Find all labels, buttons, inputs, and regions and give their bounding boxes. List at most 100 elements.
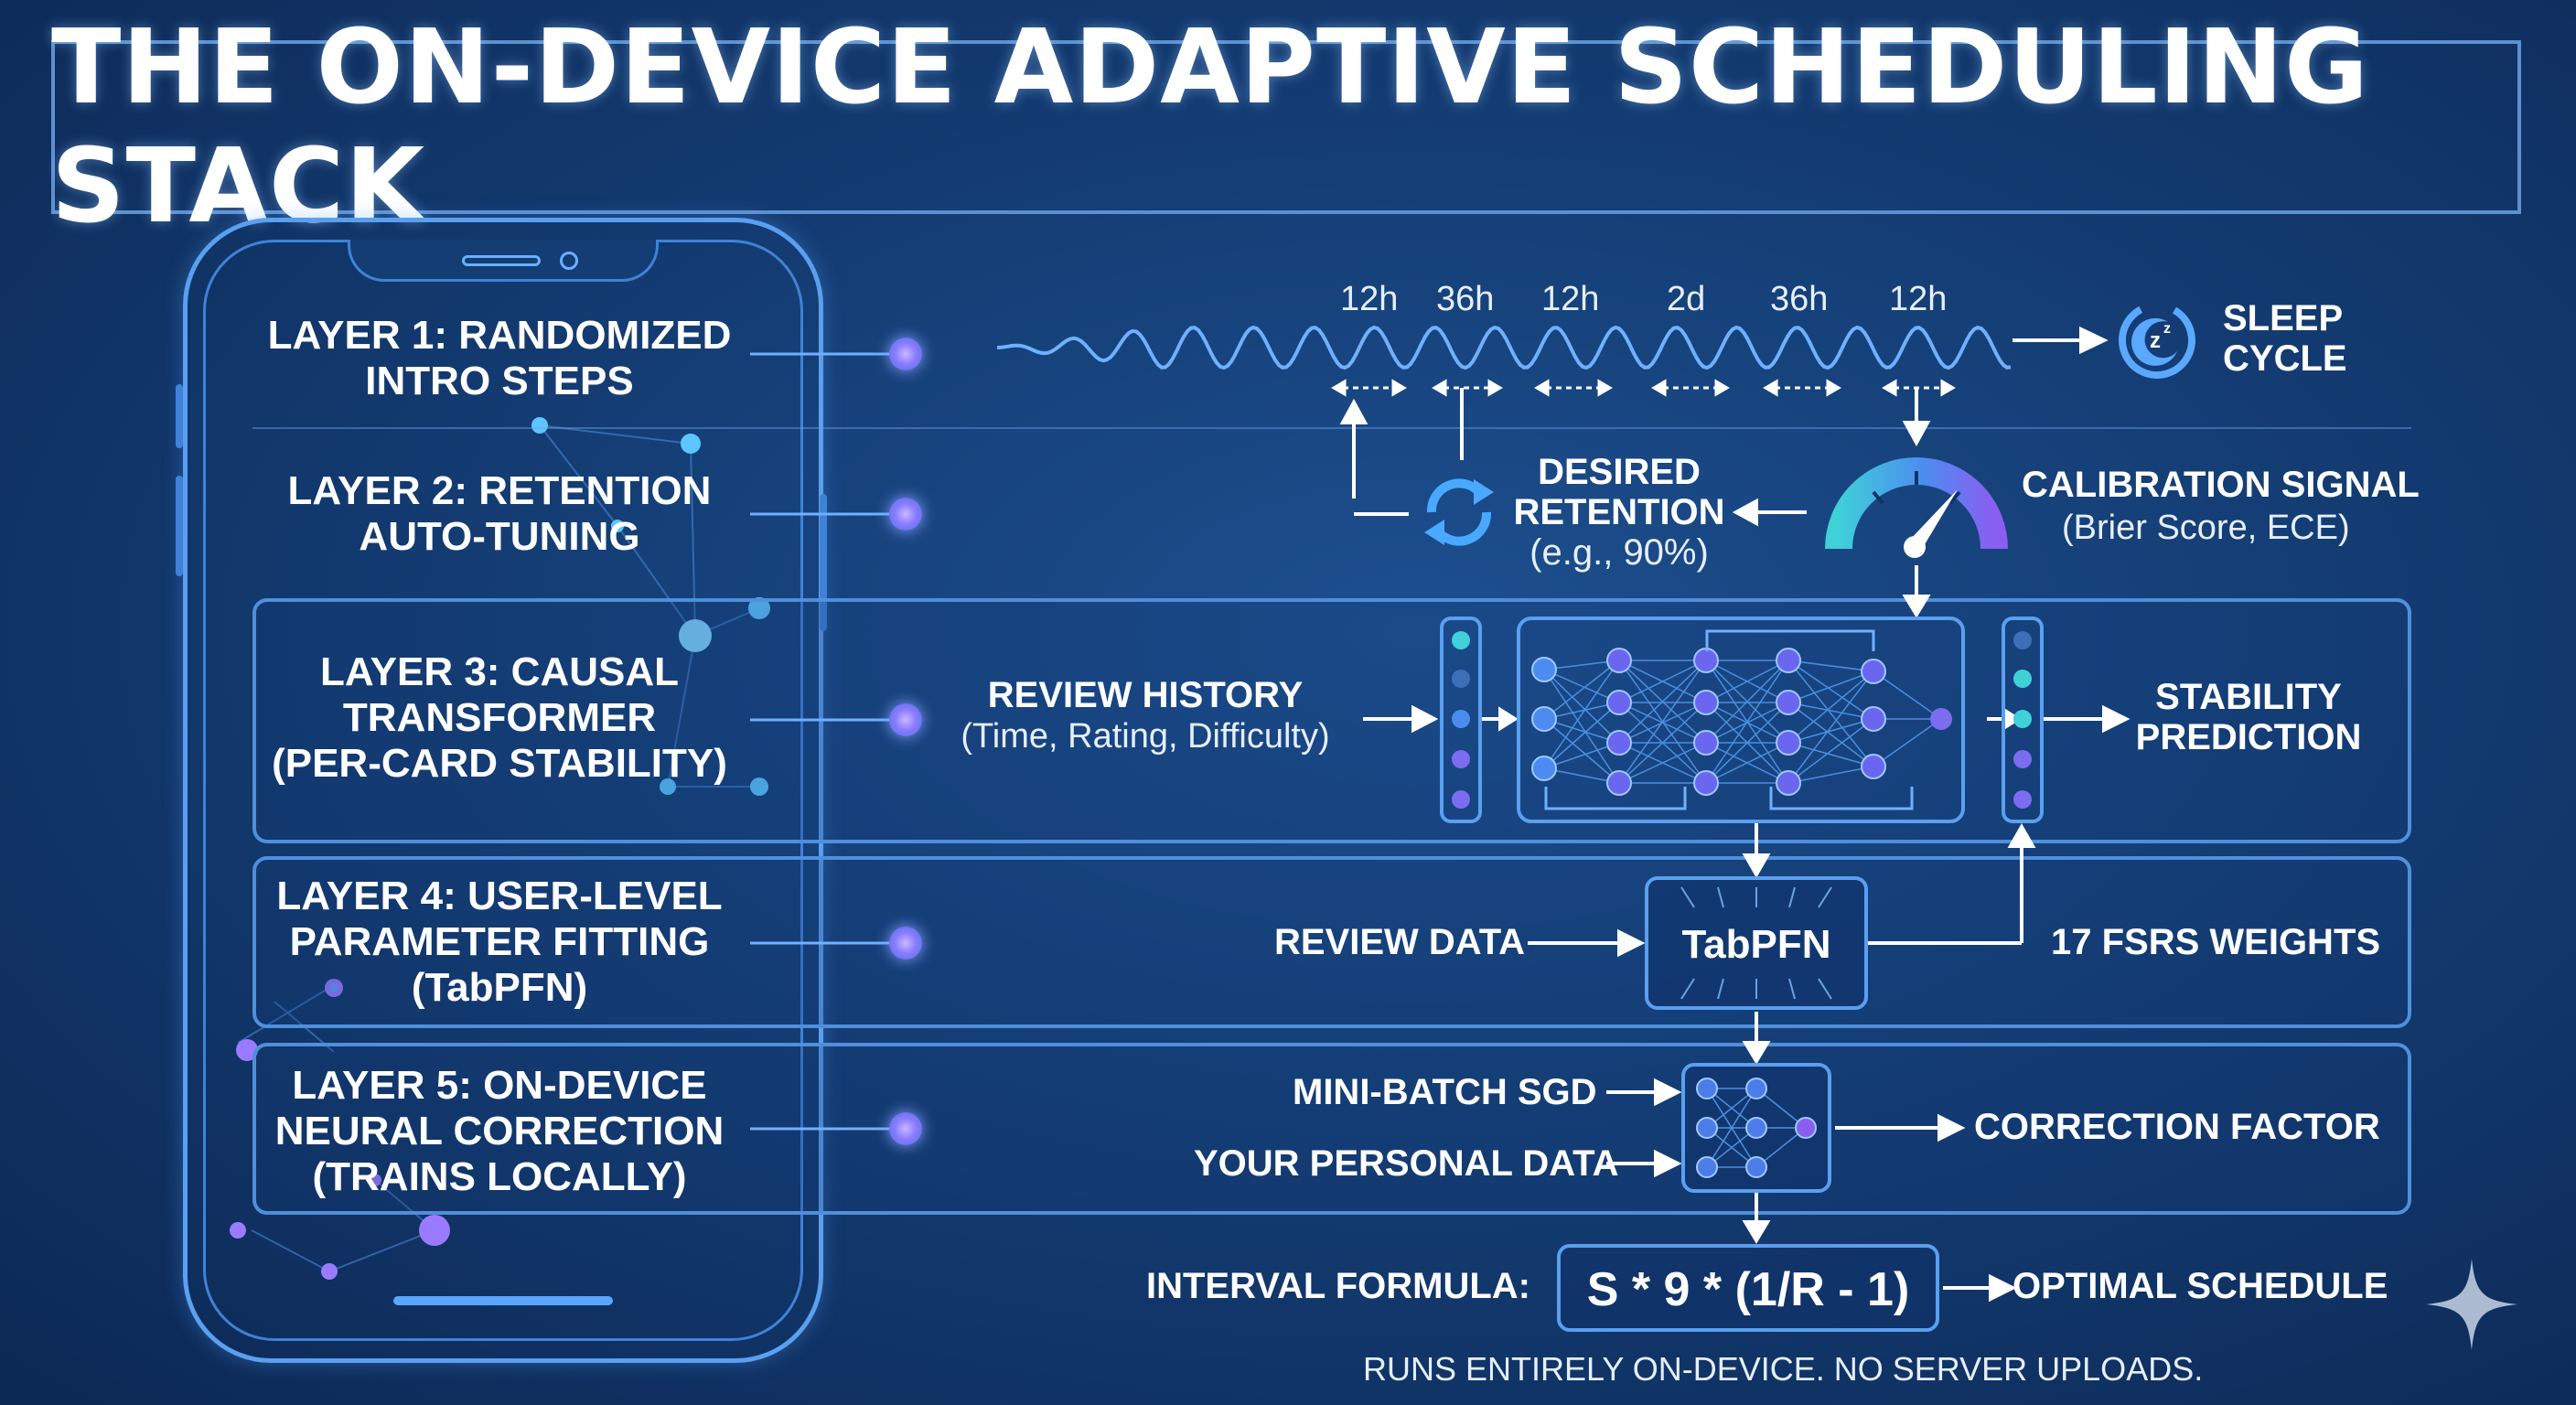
nn-edge [1543, 702, 1620, 769]
nn-edge [1543, 718, 1620, 744]
nn-edge [1543, 660, 1620, 720]
interval-label: 36h [1770, 280, 1829, 318]
interval-bracket-tip [1763, 379, 1778, 397]
phone-side-button [820, 494, 827, 631]
layer2-label: LAYER 2: RETENTION AUTO-TUNING [288, 468, 712, 560]
interval-label: 36h [1436, 280, 1495, 318]
nn-edge [1618, 660, 1707, 784]
input-column-nodes [1452, 631, 1470, 809]
left-arrow-head [1732, 498, 1758, 527]
nn-node [1861, 706, 1886, 732]
calibration-subtitle: (Brier Score, ECE) [2062, 509, 2350, 547]
sleep-cycle-line2: CYCLE [2223, 338, 2347, 379]
layer5-node [889, 1112, 922, 1145]
personal-data-label: YOUR PERSONAL DATA [1194, 1143, 1619, 1184]
interval-label: 12h [1889, 280, 1948, 318]
stability-prediction-label: STABILITY PREDICTION [2136, 677, 2362, 757]
moon-sleep-icon: z z [2119, 302, 2195, 379]
nn-edge [1705, 660, 1789, 784]
layer5-line2: NEURAL CORRECTION [274, 1109, 724, 1153]
layer2-node [889, 498, 922, 531]
nn-node [1606, 770, 1632, 796]
nn-edge [1787, 718, 1874, 744]
sparkle-icon [2426, 1259, 2517, 1350]
nn-edge [1873, 670, 1942, 720]
interval-bracket-tip [1882, 379, 1897, 397]
nn-edge [1787, 660, 1874, 672]
small-nn-edge [1706, 1088, 1757, 1168]
correction-factor-label: CORRECTION FACTOR [1974, 1107, 2380, 1147]
interval-bracket-tip [1534, 379, 1550, 397]
nn-edge [1543, 660, 1620, 769]
output-column-nodes [2013, 631, 2032, 809]
review-history-subtitle: (Time, Rating, Difficulty) [961, 717, 1330, 756]
nn-node [1776, 648, 1801, 673]
nn-edge [1618, 742, 1707, 784]
layer3-line2: TRANSFORMER [342, 695, 657, 740]
nn-node [1693, 690, 1719, 715]
phone-camera [560, 252, 578, 270]
layer4-label: LAYER 4: USER-LEVEL PARAMETER FITTING (T… [276, 874, 722, 1011]
interval-label: 12h [1541, 280, 1600, 318]
interval-bracket-tip [1331, 379, 1347, 397]
nn-node [1531, 657, 1557, 682]
stability-line1: STABILITY [2155, 677, 2342, 717]
nn-edge [1787, 766, 1874, 784]
formula-text: S * 9 * (1/R - 1) [1586, 1263, 1910, 1316]
wave-arrow-head [2079, 326, 2109, 355]
nn-edge [1787, 660, 1874, 767]
desired-retention-line2: RETENTION [1513, 492, 1725, 532]
sleep-wave [996, 325, 2012, 370]
footer-note: RUNS ENTIRELY ON-DEVICE. NO SERVER UPLOA… [1363, 1350, 2204, 1388]
small-nn-node [1696, 1078, 1718, 1099]
optimal-schedule-label: OPTIMAL SCHEDULE [2012, 1266, 2388, 1306]
nn-edge [1543, 669, 1620, 703]
nn-node [1776, 770, 1801, 796]
nn-edge [1618, 702, 1707, 784]
nn-edge [1705, 702, 1789, 784]
nn-node [1531, 706, 1557, 732]
nn-edge [1543, 669, 1620, 784]
nn-edge [1787, 670, 1874, 784]
layer4-line2: PARAMETER FITTING [289, 919, 710, 964]
small-nn-node [1696, 1156, 1718, 1178]
gauge-icon [1825, 457, 2008, 558]
nn-edge [1543, 669, 1620, 744]
tabpfn-rays [1680, 886, 1832, 1000]
svg-text:z: z [2150, 328, 2161, 353]
interval-label: 12h [1340, 280, 1399, 318]
nn-edge [1873, 718, 1942, 767]
nn-edge [1787, 670, 1874, 703]
layer5-line3: (TRAINS LOCALLY) [312, 1154, 687, 1199]
nn-edge [1705, 660, 1789, 703]
layer4-node [889, 927, 922, 960]
desired-retention-line1: DESIRED [1538, 452, 1701, 492]
interval-bracket-tip [1651, 379, 1667, 397]
layer5-panel [252, 1043, 2411, 1215]
nn-node [1861, 754, 1886, 779]
mini-batch-label: MINI-BATCH SGD [1293, 1072, 1597, 1112]
phone-speaker [462, 255, 541, 266]
desired-retention-label: DESIRED RETENTION (e.g., 90%) [1513, 452, 1724, 573]
sleep-cycle-label: SLEEP CYCLE [2223, 298, 2347, 379]
interval-formula-label: INTERVAL FORMULA: [1146, 1266, 1530, 1306]
layer1-line2: INTRO STEPS [365, 359, 634, 403]
phone-home-bar [393, 1296, 613, 1305]
layer3-label: LAYER 3: CAUSAL TRANSFORMER (PER-CARD ST… [272, 649, 727, 787]
stability-line2: PREDICTION [2135, 717, 2362, 757]
layer4-panel [252, 856, 2411, 1028]
nn-edge [1787, 718, 1874, 784]
nn-edge [1618, 660, 1707, 744]
review-data-label: REVIEW DATA [1274, 922, 1526, 962]
down-arrow-head [1902, 421, 1931, 447]
phone-outline [183, 218, 823, 1363]
up-arrow-head [1339, 398, 1368, 424]
nn-edge [1787, 660, 1874, 720]
layer5-label: LAYER 5: ON-DEVICE NEURAL CORRECTION (TR… [275, 1063, 724, 1200]
small-nn-node [1745, 1078, 1767, 1099]
